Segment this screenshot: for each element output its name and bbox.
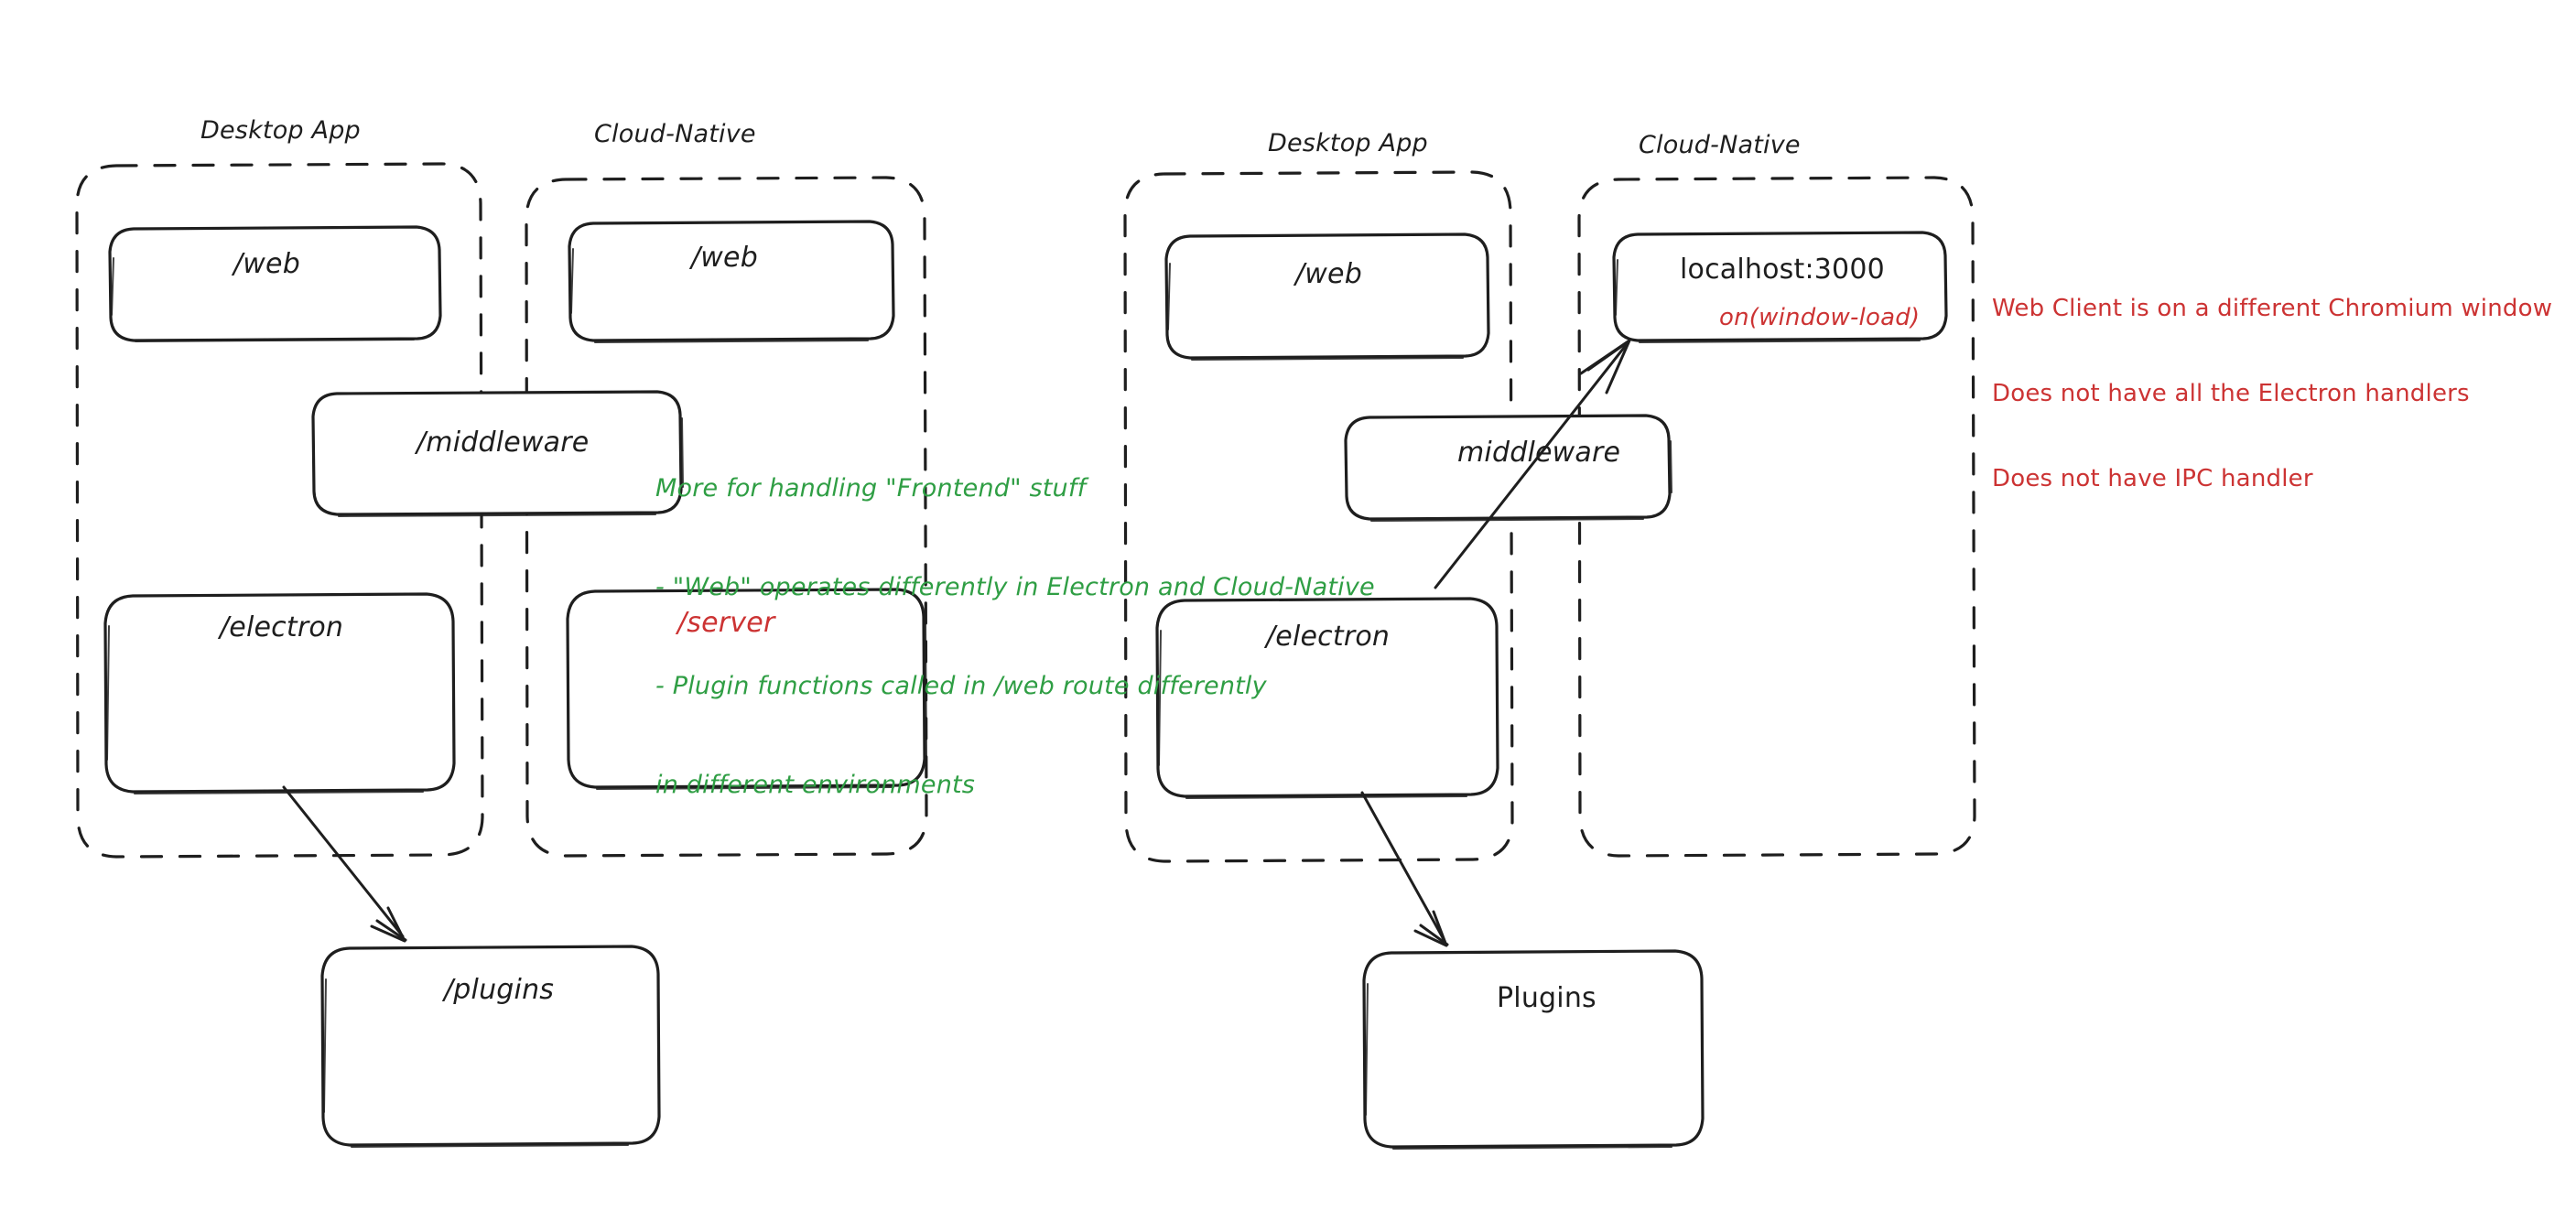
web-client-note-line-2: Does not have all the Electron handlers <box>1992 380 2470 407</box>
right-cloud-native-title: Cloud-Native <box>1639 131 1801 159</box>
left-web-cloud-label: /web <box>691 242 758 274</box>
frontend-note-line-2: - "Web" operates differently in Electron… <box>655 573 1375 601</box>
left-desktop-app-container <box>75 162 484 859</box>
frontend-note-line-3: - Plugin functions called in /web route … <box>655 672 1267 700</box>
right-middleware-label: middleware <box>1457 437 1621 469</box>
right-electron-label: /electron <box>1266 621 1391 653</box>
right-web-desktop-box <box>1164 232 1490 361</box>
left-electron-box <box>103 592 456 794</box>
right-desktop-app-title: Desktop App <box>1268 129 1428 157</box>
left-cloud-native-container <box>525 176 928 858</box>
frontend-note-line-4: in different environments <box>655 771 976 799</box>
left-cloud-native-title: Cloud-Native <box>594 120 756 148</box>
frontend-note-line-1: More for handling "Frontend" stuff <box>655 474 1087 503</box>
right-electron-to-localhost-arrow <box>1434 339 1631 589</box>
right-middleware-box <box>1344 414 1672 522</box>
left-middleware-box <box>311 390 684 517</box>
left-web-desktop-label: /web <box>233 248 300 280</box>
frontend-note: More for handling "Frontend" stuff - "We… <box>655 406 1375 835</box>
left-middleware-label: /middleware <box>417 427 590 459</box>
right-localhost-box <box>1612 231 1948 343</box>
left-desktop-app-title: Desktop App <box>200 116 361 145</box>
left-web-desktop-box <box>108 225 442 342</box>
right-plugins-label: Plugins <box>1497 982 1596 1014</box>
left-web-cloud-box <box>568 220 895 343</box>
right-plugins-box <box>1362 949 1705 1150</box>
right-desktop-app-container <box>1123 170 1514 863</box>
left-electron-label: /electron <box>220 611 344 643</box>
web-client-note-line-1: Web Client is on a different Chromium wi… <box>1992 295 2553 322</box>
right-web-desktop-label: /web <box>1295 258 1362 290</box>
left-electron-to-plugins-arrow <box>282 785 407 943</box>
web-client-note-line-3: Does not have IPC handler <box>1992 465 2313 492</box>
left-plugins-box <box>320 945 661 1148</box>
right-cloud-native-container <box>1577 176 1976 858</box>
left-server-box <box>566 588 927 790</box>
left-server-label: /server <box>677 607 775 639</box>
web-client-note: Web Client is on a different Chromium wi… <box>1992 238 2552 522</box>
right-electron-to-plugins-arrow <box>1360 791 1449 947</box>
right-localhost-label: localhost:3000 <box>1680 254 1885 286</box>
right-electron-box <box>1155 597 1499 799</box>
left-plugins-label: /plugins <box>444 974 555 1006</box>
right-localhost-sublabel: on(window-load) <box>1719 304 1921 331</box>
